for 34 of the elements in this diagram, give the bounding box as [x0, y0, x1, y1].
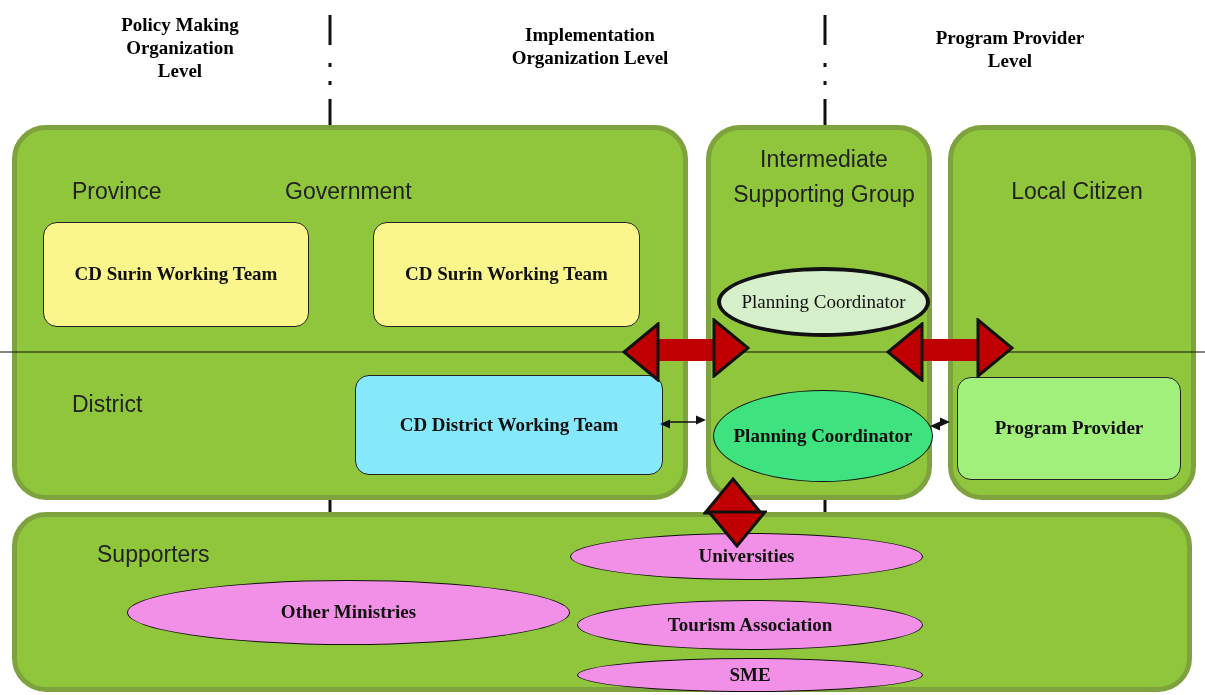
panel-heading: Local Citizen	[1010, 177, 1144, 206]
panel-heading: Province	[72, 177, 162, 206]
double-arrow	[660, 415, 706, 429]
panel-heading: Government	[285, 177, 412, 206]
panel-heading: Intermediate Supporting Group	[732, 145, 916, 209]
node-label: Tourism Association	[666, 614, 834, 636]
double-arrow	[622, 318, 750, 382]
group-panel	[706, 125, 932, 500]
double-arrow	[930, 417, 950, 431]
node-label: Planning Coordinator	[740, 291, 907, 313]
group-panel	[948, 125, 1196, 500]
node-label: Planning Coordinator	[732, 425, 914, 447]
node-label: SME	[728, 664, 772, 686]
group-panel	[12, 512, 1192, 692]
node-label: CD District Working Team	[398, 414, 620, 436]
panel-heading: District	[72, 390, 143, 419]
ellipse-node	[713, 390, 933, 482]
team-box	[43, 222, 309, 327]
panel-heading: Supporters	[97, 540, 210, 569]
node-label: Other Ministries	[279, 602, 418, 623]
group-panel	[12, 125, 688, 500]
node-label: CD Surin Working Team	[73, 264, 279, 285]
double-arrow	[703, 477, 767, 548]
ellipse-node	[717, 267, 930, 337]
node-label: Universities	[697, 546, 796, 567]
double-arrow	[886, 318, 1014, 382]
team-box	[355, 375, 663, 475]
column-heading: Policy Making Organization Level	[120, 14, 240, 83]
node-label: CD Surin Working Team	[404, 264, 609, 285]
team-box	[373, 222, 640, 327]
node-label: Program Provider	[993, 418, 1145, 439]
team-box	[957, 377, 1181, 480]
column-heading: Implementation Organization Level	[510, 24, 670, 70]
column-heading: Program Provider Level	[934, 27, 1086, 73]
